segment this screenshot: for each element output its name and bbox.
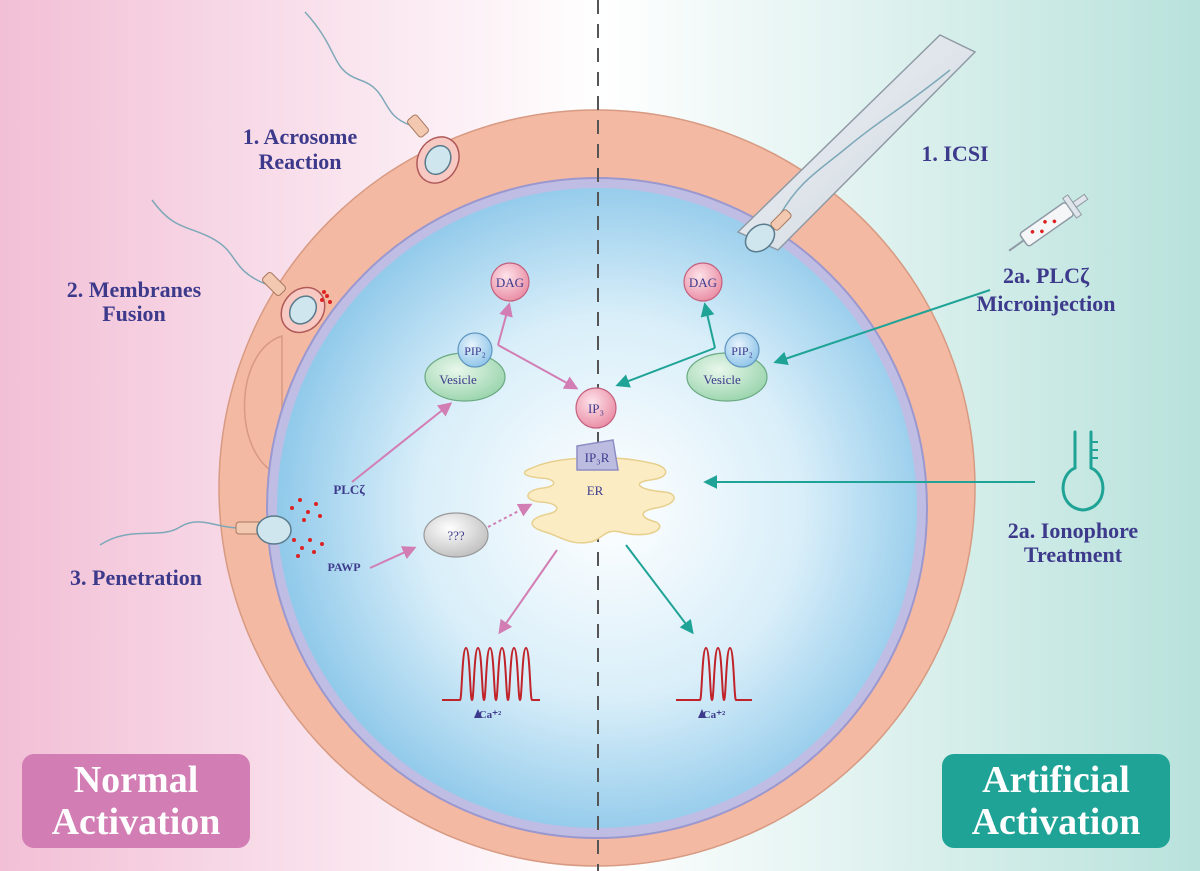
ca-oscillations-left [442,646,540,702]
ionophore-label-line2: Treatment [1024,542,1123,567]
artificial-activation-badge: Artificial Activation [942,754,1170,848]
ionophore-flask-icon [1061,430,1105,512]
ca-oscillations-right [676,646,752,702]
pip2-left-label: PIP₂ [464,344,486,358]
fusion-label-line2: Fusion [102,301,166,326]
acrosome-label-line1: 1. Acrosome [243,124,358,149]
ip3-label: IP₃ [588,401,604,416]
ip3-node [575,387,617,429]
pip2-right-node [724,332,760,368]
ca-left-arrow-icon [474,709,482,718]
dag-left-node [490,262,530,302]
acrosome-label-line2: Reaction [258,149,341,174]
penetration-label: 3. Penetration [70,565,202,590]
fusion-label-line1: 2. Membranes [67,277,202,302]
normal-activation-badge: Normal Activation [22,754,250,848]
dag-left-label: DAG [496,275,524,290]
normal-badge-line1: Normal [73,759,199,801]
normal-badge-line2: Activation [51,801,221,843]
sperm-acrosome [304,11,460,184]
unknown-factor-node [423,512,489,558]
icsi-label: 1. ICSI [921,141,988,166]
pip2-right-label: PIP₂ [731,344,753,358]
ip3r-label: IP₃R [585,450,610,465]
unknown-factor-label: ??? [447,528,465,543]
artificial-arrows [615,289,1035,635]
vesicle-right-label: Vesicle [703,372,741,387]
ionophore-label-line1: 2a. Ionophore [1008,518,1139,543]
ip3r-channel [576,439,619,471]
er-label: ER [587,483,604,498]
sperm-penetration [99,498,324,558]
ca-left-label: Ca⁺² [479,709,502,721]
artificial-badge-line1: Artificial [982,759,1130,801]
ca-right-label: Ca⁺² [703,709,726,721]
pawp-label: PAWP [327,560,360,574]
vesicle-left-label: Vesicle [439,372,477,387]
plcz-micro-label-line1: 2a. PLCζ [1003,263,1090,288]
dag-right-node [683,262,723,302]
syringe-icon [1008,193,1089,252]
endoplasmic-reticulum [523,456,675,544]
artificial-badge-line2: Activation [971,801,1141,843]
plcz-label: PLCζ [333,482,365,497]
ca-right-arrow-icon [698,709,706,718]
icsi-pipette [736,34,977,253]
plcz-micro-label-line2: Microinjection [977,291,1116,316]
sperm-fusion [151,199,332,334]
pip2-left-node [457,332,493,368]
dag-right-label: DAG [689,275,717,290]
normal-arrows [351,302,579,635]
